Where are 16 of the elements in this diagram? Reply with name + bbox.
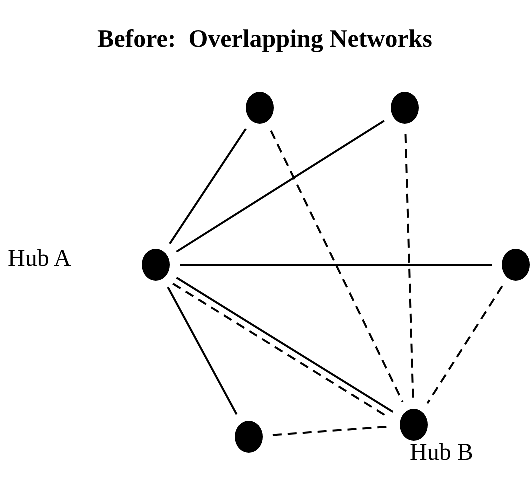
network-node [502,249,530,281]
hub-label: Hub B [410,440,474,467]
network-node [400,409,428,441]
link-line [180,264,492,266]
link-line [176,120,385,253]
dashed-link [404,134,414,400]
network-node [246,92,274,124]
hub-label: Hub A [8,246,72,273]
dashed-link [426,286,504,404]
network-node [142,249,170,281]
link-line [169,128,247,244]
link-line [167,286,238,416]
diagram-title: Before: Overlapping Networks [96,26,434,54]
network-node [391,92,419,124]
dashed-link [270,130,404,402]
network-node [235,421,263,453]
